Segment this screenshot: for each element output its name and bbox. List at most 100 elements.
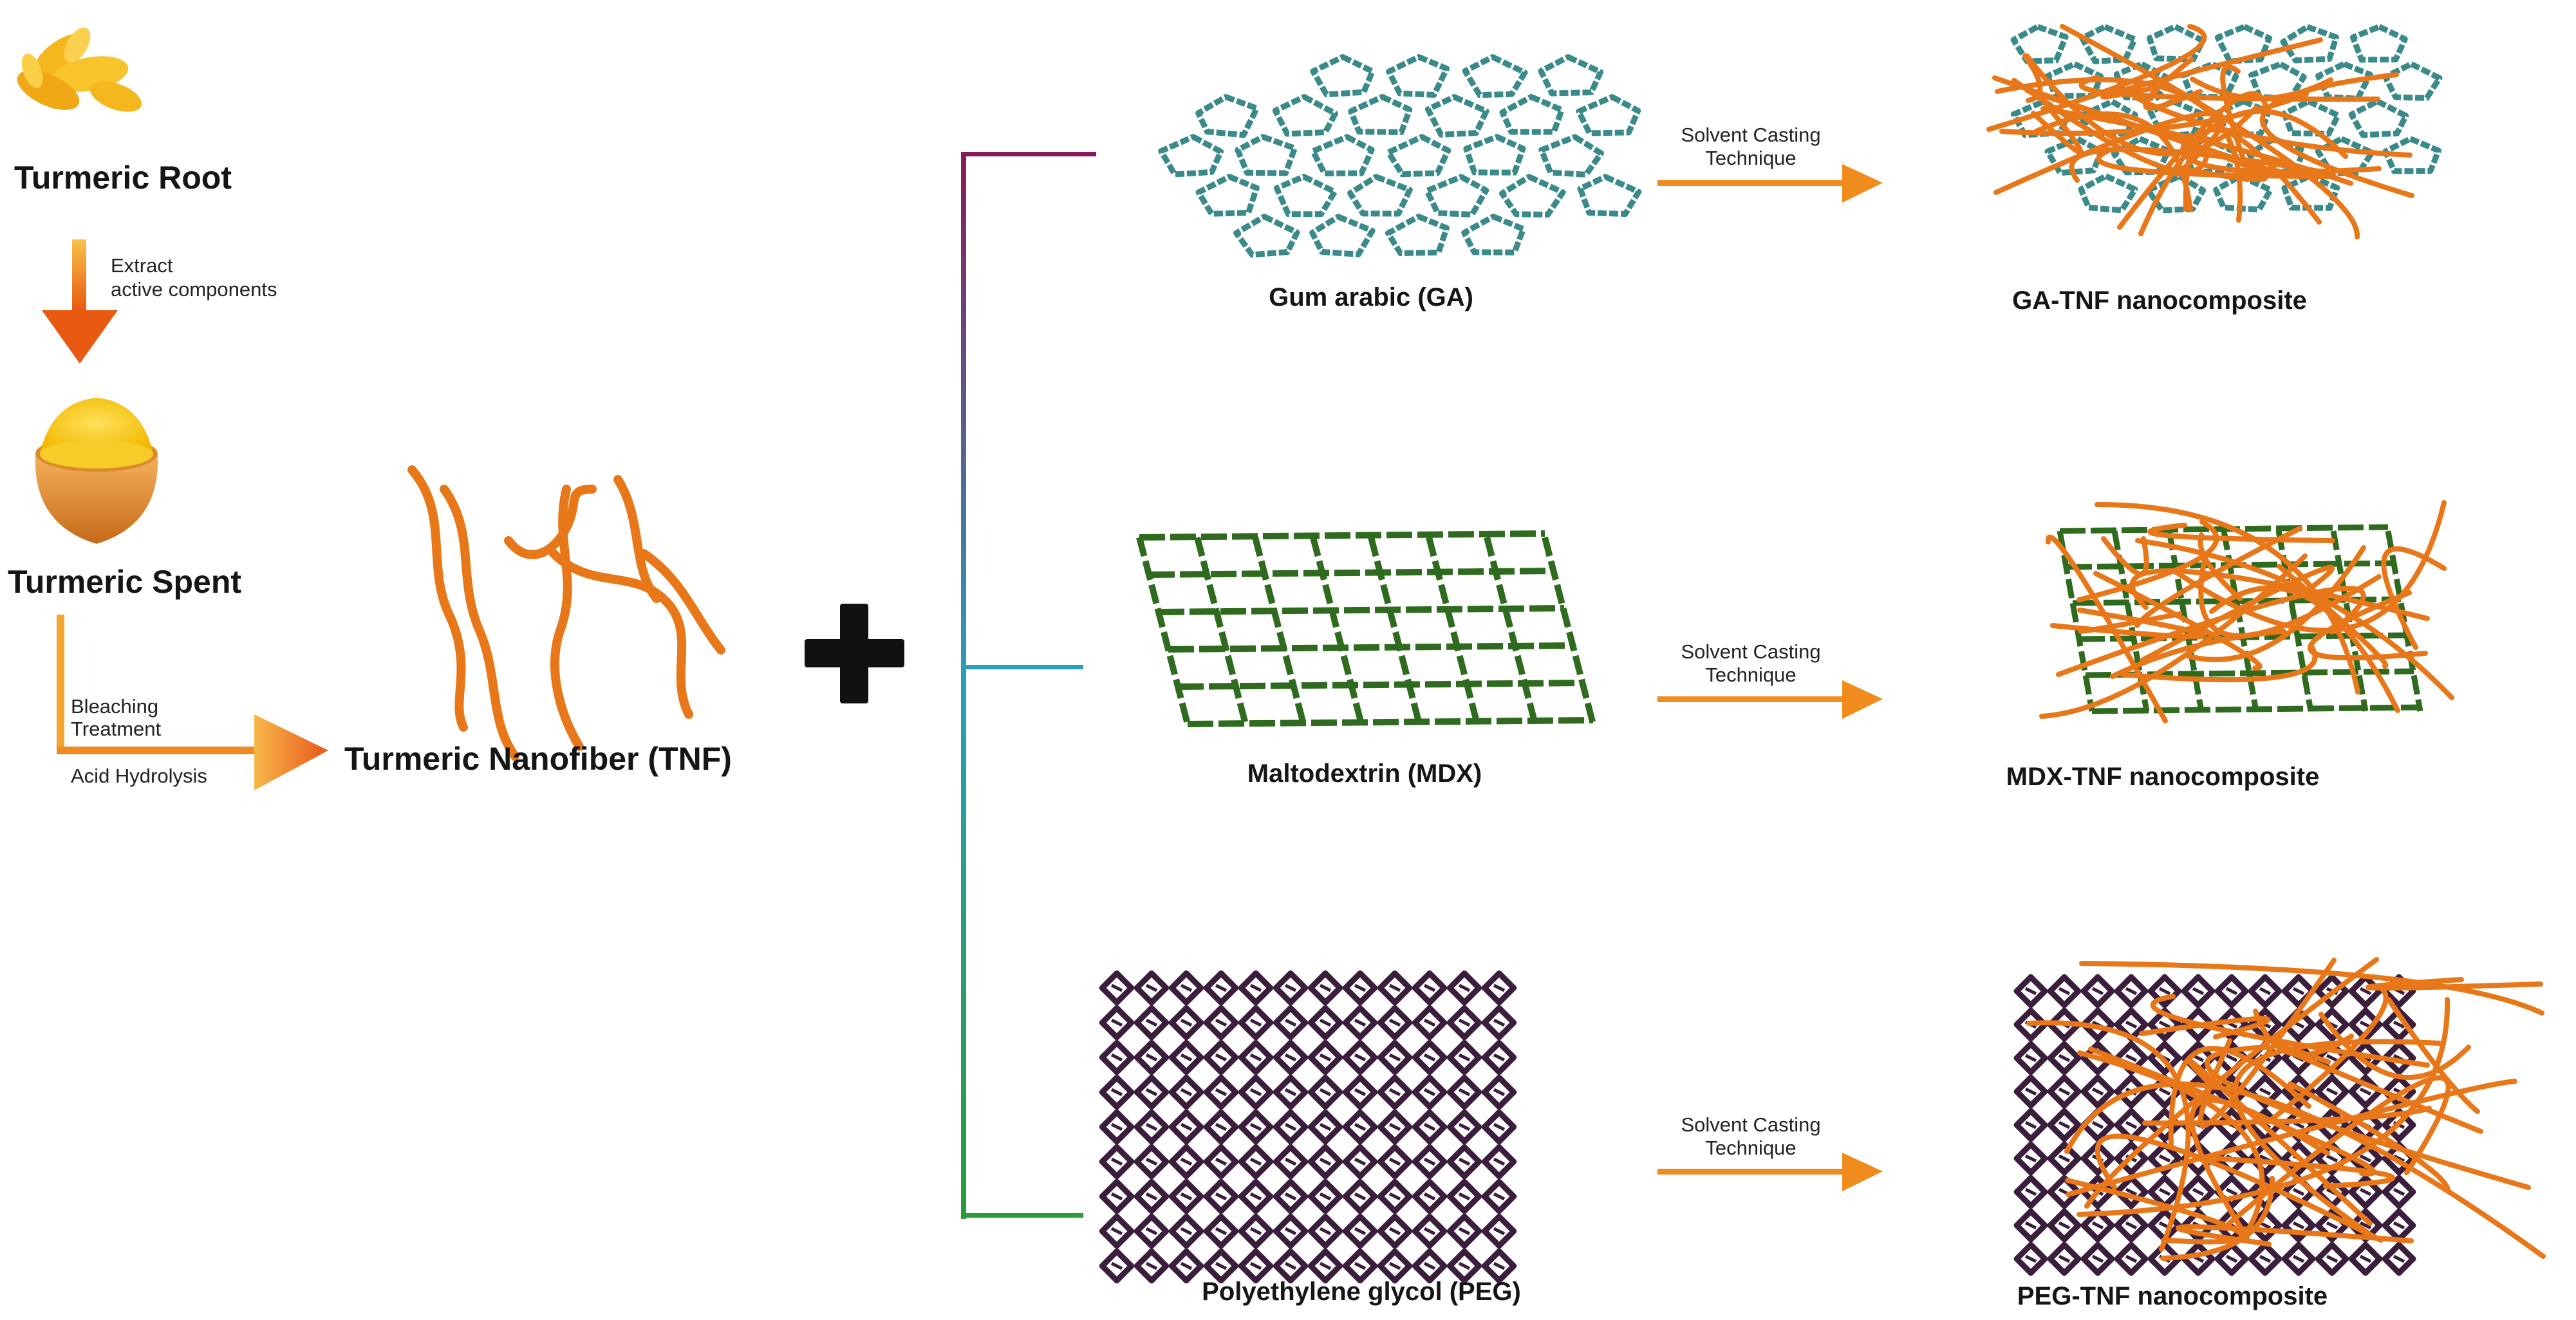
peg-bar [1287,1263,1309,1284]
peg-tnf-bar [2095,1074,2115,1095]
peg-dash [1110,1261,1123,1270]
peg-bar [1357,970,1378,991]
ga-cell [1424,94,1489,138]
peg-bar [1134,1005,1155,1026]
peg-tnf-bar [2147,1088,2168,1109]
peg-bar [1168,1213,1190,1234]
peg-bar [1392,1054,1413,1075]
peg-tnf-bar [2080,1155,2101,1176]
peg-bar [1481,1005,1502,1026]
peg-tnf-bar [2348,974,2369,994]
peg-bar [1426,1144,1448,1165]
peg-tnf-bar [2315,1256,2335,1276]
ga-cell [1310,54,1376,98]
peg-tnf-bar [2315,1074,2335,1095]
peg-tnf-bar [2013,1222,2034,1243]
peg-bar [1218,1005,1239,1026]
peg-tnf-bar [2228,974,2249,994]
peg-bar [1481,970,1502,991]
peg-bar [1148,1144,1170,1165]
peg-bar [1496,1213,1517,1234]
peg-bar [1203,1144,1224,1165]
tnf-fiber [2176,1224,2414,1247]
peg-dash [1319,1192,1332,1201]
peg-dash [1180,1088,1193,1097]
peg-tnf-bar [2013,1108,2034,1128]
ga-cell [2045,61,2104,99]
peg-bar [1461,1089,1482,1110]
peg-bar [1203,1178,1224,1200]
peg-tnf-bar [2315,1241,2335,1262]
peg-dash [1249,1261,1262,1270]
tnf-fiber [2095,1133,2384,1243]
peg-dash [1180,1157,1193,1166]
mdx-grid-line [1136,536,1191,725]
peg-tnf-bar [2013,1189,2034,1209]
peg-bar [1273,1019,1294,1041]
peg-bar [1273,1213,1294,1234]
peg-bar [1168,1089,1190,1110]
peg-bar [1238,1109,1259,1130]
tnf-fiber [2168,1046,2311,1149]
peg-bar [1446,1019,1468,1041]
peg-tnf-bar [2214,974,2235,994]
peg-bar [1461,1109,1482,1130]
peg-bar [1218,1109,1239,1130]
ga-cell [2348,98,2409,138]
peg-bar [1203,1109,1224,1130]
ga-cell [2349,24,2408,63]
peg-tnf-bar [2114,1241,2134,1262]
peg-tnf-dash [2192,987,2205,996]
peg-bar [1168,1005,1190,1026]
peg-bar [1461,1144,1482,1165]
peg-dash [1145,1122,1158,1131]
peg-tnf-bar [2396,1208,2416,1229]
peg-bar [1238,1005,1259,1026]
mdx-grid-line [1252,536,1307,725]
tnf-fiber [2147,523,2335,543]
peg-tnf-dash [2024,1221,2037,1230]
peg-dash [1180,983,1193,992]
peg-bar [1322,1019,1343,1041]
peg-tnf-dash [2393,1187,2405,1196]
peg-tnf-dash [2091,1120,2104,1129]
turmeric-spent-label: Turmeric Spent [8,564,242,600]
peg-tnf-dash [2125,1221,2138,1230]
peg-dash [1423,1088,1436,1097]
peg-dash [1493,983,1506,992]
peg-bar [1496,970,1517,991]
peg-bar [1426,985,1448,1006]
peg-bar [1377,1124,1398,1145]
peg-tnf-bar [2329,1007,2349,1028]
peg-bar [1099,1074,1120,1095]
peg-bar [1357,1178,1378,1200]
peg-tnf-bar [2262,1256,2282,1276]
peg-dash [1493,1088,1506,1097]
peg-tnf-bar [2028,1122,2048,1142]
peg-tnf-bar [2061,1155,2082,1176]
peg-tnf-bar [2362,1208,2383,1229]
peg-bar [1218,1089,1239,1110]
peg-tnf-bar [2114,1108,2134,1128]
peg-dash [1319,1157,1332,1166]
peg-tnf-bar [2061,1074,2082,1095]
peg-bar [1114,1263,1135,1284]
peg-bar [1322,1054,1343,1075]
ga-cell [1386,54,1450,98]
peg-tnf-bar [2329,974,2349,994]
peg-bar [1183,985,1204,1006]
peg-bar [1357,1228,1378,1249]
peg-bar [1377,1263,1398,1284]
peg-tnf-dash [2225,1254,2238,1263]
ga-cell [1158,134,1224,178]
peg-dash [1354,1053,1367,1062]
peg-tnf-dash [2125,987,2138,996]
peg-bar [1322,1248,1343,1269]
tnf-fiber [2095,501,2360,694]
peg-dash [1145,1088,1158,1097]
peg-dash [1145,1018,1158,1027]
peg-dash [1423,1053,1436,1062]
peg-tnf-bar [2362,1241,2383,1262]
peg-bar [1148,1089,1170,1110]
